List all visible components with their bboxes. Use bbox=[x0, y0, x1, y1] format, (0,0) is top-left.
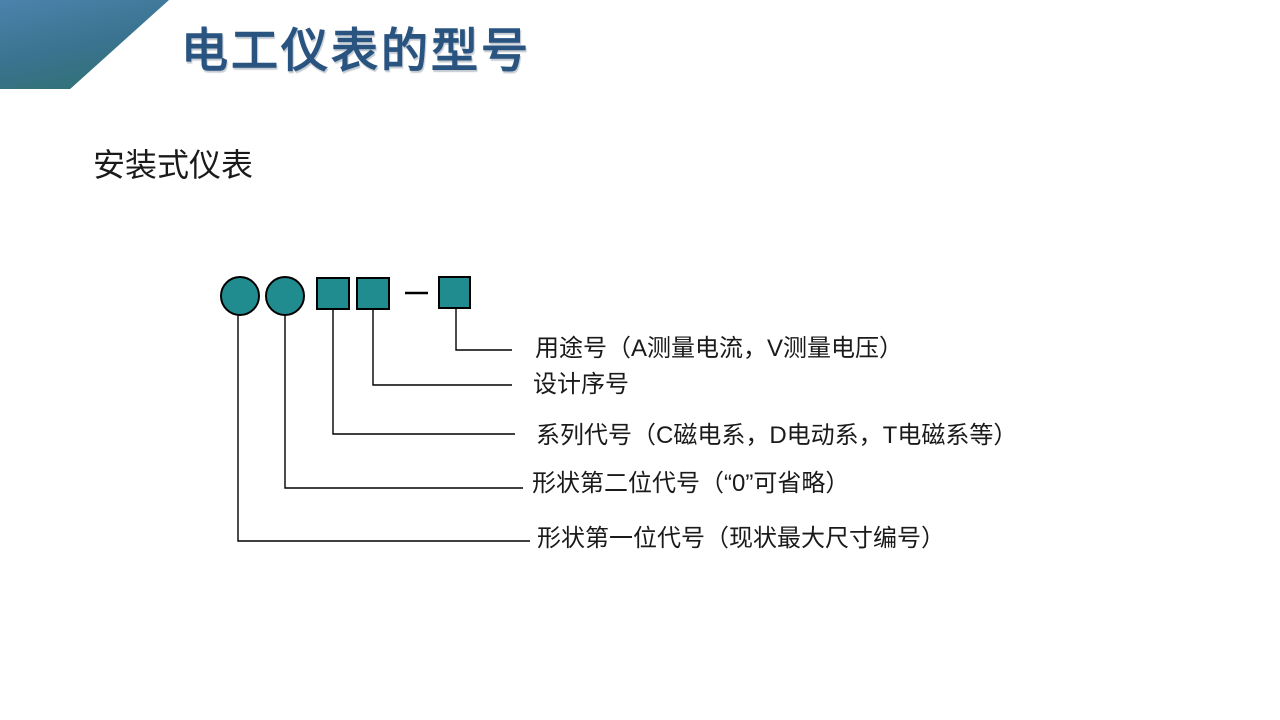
connector-series-code bbox=[332, 309, 515, 435]
connector-shape-second-digit bbox=[284, 315, 523, 489]
slide-title: 电工仪表的型号 bbox=[181, 24, 531, 77]
code-shape-square-2 bbox=[356, 277, 390, 310]
label-series-code: 系列代号（C磁电系，D电动系，T电磁系等） bbox=[536, 422, 1018, 449]
slide-subtitle: 安装式仪表 bbox=[93, 147, 254, 183]
label-purpose-code: 用途号（A测量电流，V测量电压） bbox=[535, 335, 904, 362]
code-shape-square-1 bbox=[316, 277, 350, 310]
connector-design-serial bbox=[372, 309, 512, 386]
code-shape-square-3 bbox=[438, 276, 471, 309]
code-shape-circle-2 bbox=[265, 276, 305, 316]
code-shape-circle-1 bbox=[220, 276, 260, 316]
label-shape-second-digit: 形状第二位代号（“0”可省略） bbox=[532, 470, 850, 497]
label-design-serial: 设计序号 bbox=[533, 371, 629, 398]
connector-purpose-code bbox=[455, 308, 512, 351]
label-shape-first-digit: 形状第一位代号（现状最大尺寸编号） bbox=[537, 525, 945, 552]
connector-shape-first-digit bbox=[237, 315, 530, 542]
